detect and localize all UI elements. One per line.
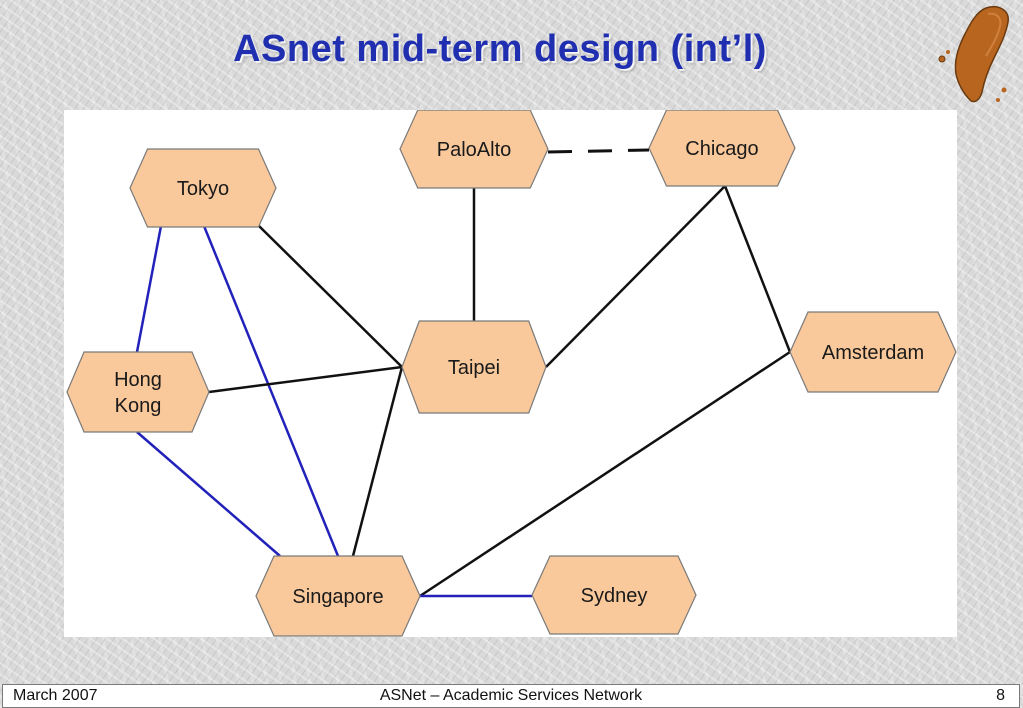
link-taipei-singapore — [351, 366, 404, 557]
node-amsterdam: Amsterdam — [789, 311, 957, 393]
node-label: PaloAlto — [437, 139, 512, 161]
link-tokyo-hongkong — [135, 225, 163, 353]
node-label: Kong — [115, 395, 162, 417]
taiwan-map-icon — [938, 6, 1009, 103]
node-label: Tokyo — [177, 178, 229, 200]
node-paloalto: PaloAlto — [399, 110, 549, 189]
link-chicago-amsterdam — [723, 185, 792, 353]
node-label: Singapore — [292, 586, 383, 608]
node-hexagon — [66, 351, 210, 433]
node-label: Hong — [114, 369, 162, 391]
node-hexagon — [648, 110, 796, 187]
node-hexagon — [399, 110, 549, 189]
link-hongkong-taipei — [208, 365, 403, 394]
footer-bar: March 2007 ASNet – Academic Services Net… — [2, 684, 1020, 708]
slide-title: ASnet mid-term design (int’l) — [233, 28, 767, 70]
link-amsterdam-singapore — [419, 350, 791, 598]
link-paloalto-chicago — [547, 148, 650, 154]
footer-org: ASNet – Academic Services Network — [379, 687, 643, 704]
node-singapore: Singapore — [255, 555, 421, 637]
node-hexagon — [531, 555, 697, 635]
link-tokyo-taipei — [258, 225, 403, 368]
footer-date: March 2007 — [13, 687, 98, 704]
node-chicago: Chicago — [648, 110, 796, 187]
page-number: 8 — [996, 687, 1005, 704]
link-hongkong-singapore — [136, 431, 281, 557]
node-taipei: Taipei — [401, 320, 547, 414]
link-tokyo-singapore — [202, 225, 340, 557]
node-label: Amsterdam — [822, 342, 924, 364]
node-label: Sydney — [581, 585, 648, 607]
node-tokyo: Tokyo — [129, 148, 277, 228]
node-hexagon — [401, 320, 547, 414]
node-label: Taipei — [448, 357, 500, 379]
node-hexagon — [789, 311, 957, 393]
node-label: Chicago — [685, 138, 758, 160]
node-sydney: Sydney — [531, 555, 697, 635]
node-hexagon — [129, 148, 277, 228]
node-hexagon — [255, 555, 421, 637]
link-chicago-taipei — [545, 185, 726, 368]
